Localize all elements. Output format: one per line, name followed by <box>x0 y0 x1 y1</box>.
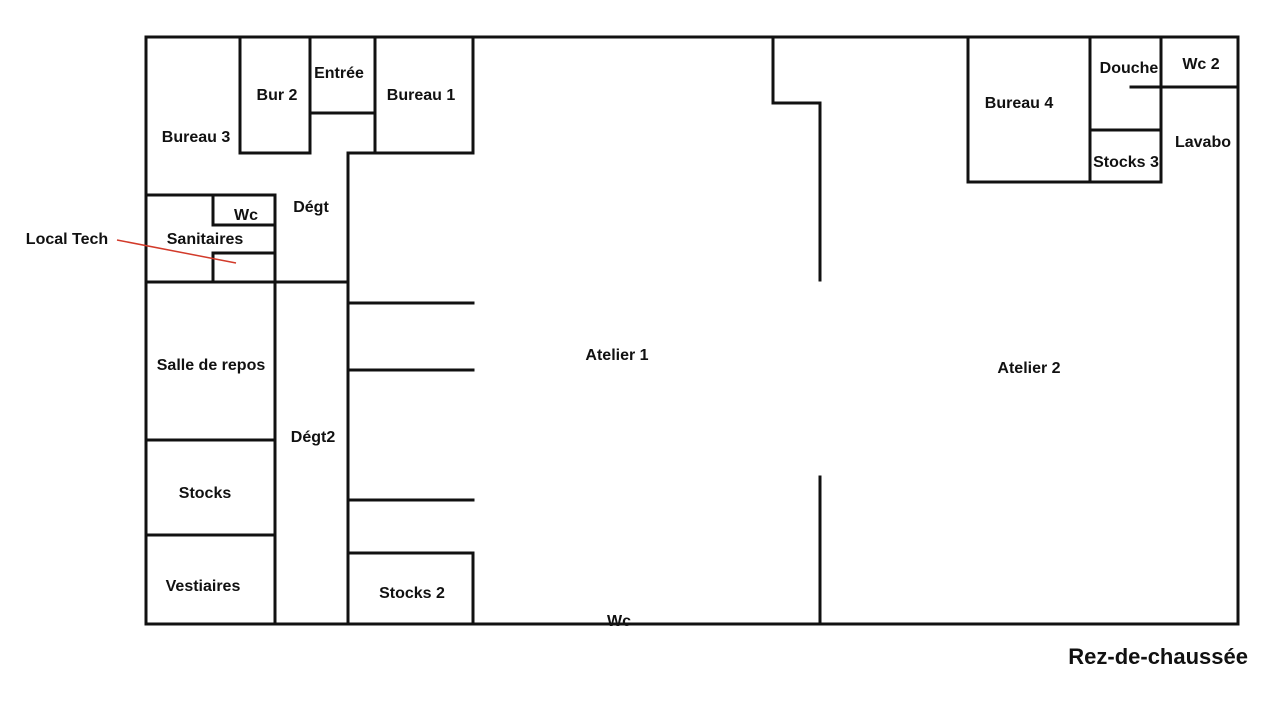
floor-title: Rez-de-chaussée <box>1068 644 1248 669</box>
label-douche: Douche <box>1100 60 1159 77</box>
label-bur-2: Bur 2 <box>257 87 298 104</box>
local-tech-leader <box>116 239 237 264</box>
label-stocks-2: Stocks 2 <box>379 585 445 602</box>
label-wc: Wc <box>234 207 258 224</box>
label-degt: Dégt <box>293 199 329 216</box>
room-labels: Bureau 3 Bur 2 Entrée Bureau 1 Dégt Wc S… <box>26 56 1231 630</box>
label-lavabo: Lavabo <box>1175 134 1231 151</box>
label-atelier-1: Atelier 1 <box>585 347 648 364</box>
label-salle-de-repos: Salle de repos <box>157 357 266 374</box>
label-stocks-3: Stocks 3 <box>1093 154 1159 171</box>
label-entree: Entrée <box>314 65 364 82</box>
label-stocks: Stocks <box>179 485 232 502</box>
label-bureau-3: Bureau 3 <box>162 129 231 146</box>
label-wc-bottom: Wc <box>607 613 631 630</box>
label-degt2: Dégt2 <box>291 429 336 446</box>
label-atelier-2: Atelier 2 <box>997 360 1060 377</box>
walls <box>144 35 1240 626</box>
outer-wall <box>144 35 1240 626</box>
label-vestiaires: Vestiaires <box>166 578 241 595</box>
label-sanitaires: Sanitaires <box>167 231 244 248</box>
label-bureau-4: Bureau 4 <box>985 95 1054 112</box>
label-bureau-1: Bureau 1 <box>387 87 456 104</box>
label-local-tech: Local Tech <box>26 231 108 248</box>
label-wc-2: Wc 2 <box>1182 56 1219 73</box>
